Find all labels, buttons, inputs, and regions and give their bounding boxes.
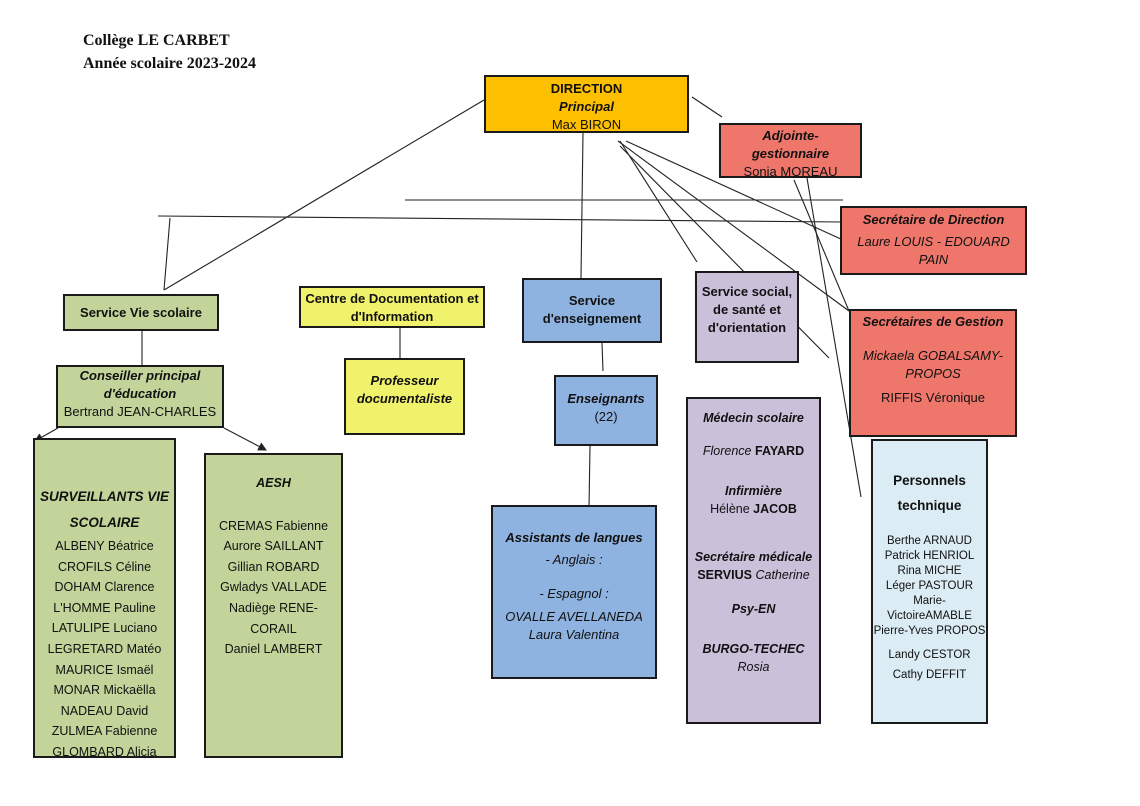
enseignants-label: Enseignants <box>567 391 645 406</box>
technique-5: Marie-VictoireAMABLE <box>887 595 972 622</box>
surveillant-5: LATULIPE Luciano <box>51 621 158 636</box>
surveillant-6: LEGRETARD Matéo <box>47 641 162 656</box>
line-dir-vie <box>163 99 485 291</box>
direction-title: DIRECTION <box>550 81 623 96</box>
aesh-2: Aurore SAILLANT <box>223 539 324 554</box>
infirmiere-title: Infirmière <box>725 484 782 498</box>
assistant-name: OVALLE AVELLANEDA Laura Valentina <box>505 609 643 642</box>
surveillant-3: DOHAM Clarence <box>54 580 155 595</box>
line-hbar-long <box>157 215 844 223</box>
technique-1: Berthe ARNAUD <box>886 535 972 547</box>
secretaire-direction-role: Secrétaire de Direction <box>862 212 1005 227</box>
surveillants-title: SURVEILLANTS VIE SCOLAIRE <box>39 489 169 530</box>
infirmiere-name: Hélène JACOB <box>710 502 797 516</box>
technique-4: Léger PASTOUR <box>885 580 974 592</box>
cpe-box: Conseiller principal d'éducation Bertran… <box>56 365 224 428</box>
technique-6: Pierre-Yves PROPOS <box>873 625 986 637</box>
aesh-1: CREMAS Fabienne <box>218 518 329 533</box>
line-enseignants-assistants <box>588 445 591 509</box>
secretaires-gestion-box: Secrétaires de Gestion Mickaela GOBALSAM… <box>849 309 1017 437</box>
service-social-box: Service social, de santé et d'orientatio… <box>695 271 799 363</box>
line-dir-social <box>619 140 698 263</box>
school-name: Collège LE CARBET <box>83 32 230 49</box>
line-hbar-drop <box>163 217 171 291</box>
technique-box: Personnels technique Berthe ARNAUD Patri… <box>871 439 988 724</box>
technique-7: Landy CESTOR <box>888 649 971 661</box>
professeur-documentaliste: Professeur documentaliste <box>356 373 453 406</box>
secretaire-direction-name: Laure LOUIS - EDOUARD PAIN <box>857 234 1010 267</box>
assistants-box: Assistants de langues - Anglais : - Espa… <box>491 505 657 679</box>
line-dir-gestion <box>617 140 850 312</box>
cpe-name: Bertrand JEAN-CHARLES <box>63 404 217 419</box>
secretaires-gestion-name-1: Mickaela GOBALSAMY-PROPOS <box>863 348 1003 381</box>
aesh-3: Gillian ROBARD <box>227 559 320 574</box>
vie-scolaire-box: Service Vie scolaire <box>63 294 219 331</box>
surveillant-4: L'HOMME Pauline <box>53 600 156 615</box>
direction-box: DIRECTION Principal Max BIRON <box>484 75 689 133</box>
medecin-title: Médecin scolaire <box>703 411 804 425</box>
line-adjointe-gestion <box>793 179 850 312</box>
surveillants-box: SURVEILLANTS VIE SCOLAIRE ALBENY Béatric… <box>33 438 176 758</box>
surveillant-10: ZULMEA Fabienne <box>51 724 158 739</box>
cdi-box: Centre de Documentation et d'Information <box>299 286 485 328</box>
assistants-anglais: - Anglais : <box>545 552 603 567</box>
technique-8: Cathy DEFFIT <box>892 669 967 681</box>
technique-3: Rina MICHE <box>897 565 962 577</box>
aesh-4: Gwladys VALLADE <box>220 580 327 595</box>
line-cpe-aesh <box>223 427 267 451</box>
line-ens-enseignants <box>601 342 604 372</box>
technique-title: Personnels technique <box>893 473 966 513</box>
secretaire-medicale-name: SERVIUS Catherine <box>697 568 810 582</box>
adjointe-box: Adjointe-gestionnaire Sonia MOREAU <box>719 123 862 178</box>
direction-role: Principal <box>559 99 614 114</box>
psy-en-first: Rosia <box>737 660 770 674</box>
school-year: Année scolaire 2023-2024 <box>83 55 257 72</box>
surveillant-11: GLOMBARD Alicia <box>52 744 157 758</box>
surveillant-9: NADEAU David <box>60 703 149 718</box>
enseignants-count: (22) <box>594 409 618 424</box>
secretaires-gestion-role: Secrétaires de Gestion <box>862 314 1004 329</box>
medecin-name: Florence FAYARD <box>702 444 805 458</box>
adjointe-name: Sonia MOREAU <box>743 164 838 178</box>
surveillant-2: CROFILS Céline <box>57 559 152 574</box>
secretaire-medicale-title: Secrétaire médicale <box>694 550 813 564</box>
cpe-role: Conseiller principal d'éducation <box>79 368 201 401</box>
aesh-box: AESH CREMAS Fabienne Aurore SAILLANT Gil… <box>204 453 343 758</box>
direction-name: Max BIRON <box>551 117 622 132</box>
service-social-title: Service social, de santé et d'orientatio… <box>701 284 793 335</box>
psy-en-title: Psy-EN <box>731 602 776 616</box>
assistants-title: Assistants de langues <box>505 530 643 545</box>
line-dir-secdir <box>625 140 844 241</box>
adjointe-role: Adjointe-gestionnaire <box>751 128 830 161</box>
line-dir-adjointe <box>691 96 723 118</box>
surveillant-8: MONAR Mickaëlla <box>53 683 156 698</box>
secretaire-direction-box: Secrétaire de Direction Laure LOUIS - ED… <box>840 206 1027 275</box>
cdi-title: Centre de Documentation et d'Information <box>305 291 479 324</box>
aesh-title: AESH <box>256 476 291 490</box>
aesh-6: Daniel LAMBERT <box>224 642 323 657</box>
assistants-espagnol: - Espagnol : <box>539 586 609 601</box>
surveillant-1: ALBENY Béatrice <box>55 539 154 553</box>
professeur-documentaliste-box: Professeur documentaliste <box>344 358 465 435</box>
enseignement-title: Service d'enseignement <box>542 293 642 326</box>
surveillant-7: MAURICE Ismaël <box>55 662 154 677</box>
secretaires-gestion-name-2: RIFFIS Véronique <box>880 390 986 405</box>
social-staff-box: Médecin scolaire Florence FAYARD Infirmi… <box>686 397 821 724</box>
psy-en-last: BURGO-TECHEC <box>702 642 805 656</box>
enseignement-box: Service d'enseignement <box>522 278 662 343</box>
enseignants-box: Enseignants (22) <box>554 375 658 446</box>
line-dir-enseignement <box>580 132 584 279</box>
aesh-5: Nadiège RENE-CORAIL <box>229 600 318 636</box>
vie-scolaire-title: Service Vie scolaire <box>80 305 202 320</box>
technique-2: Patrick HENRIOL <box>884 550 975 562</box>
